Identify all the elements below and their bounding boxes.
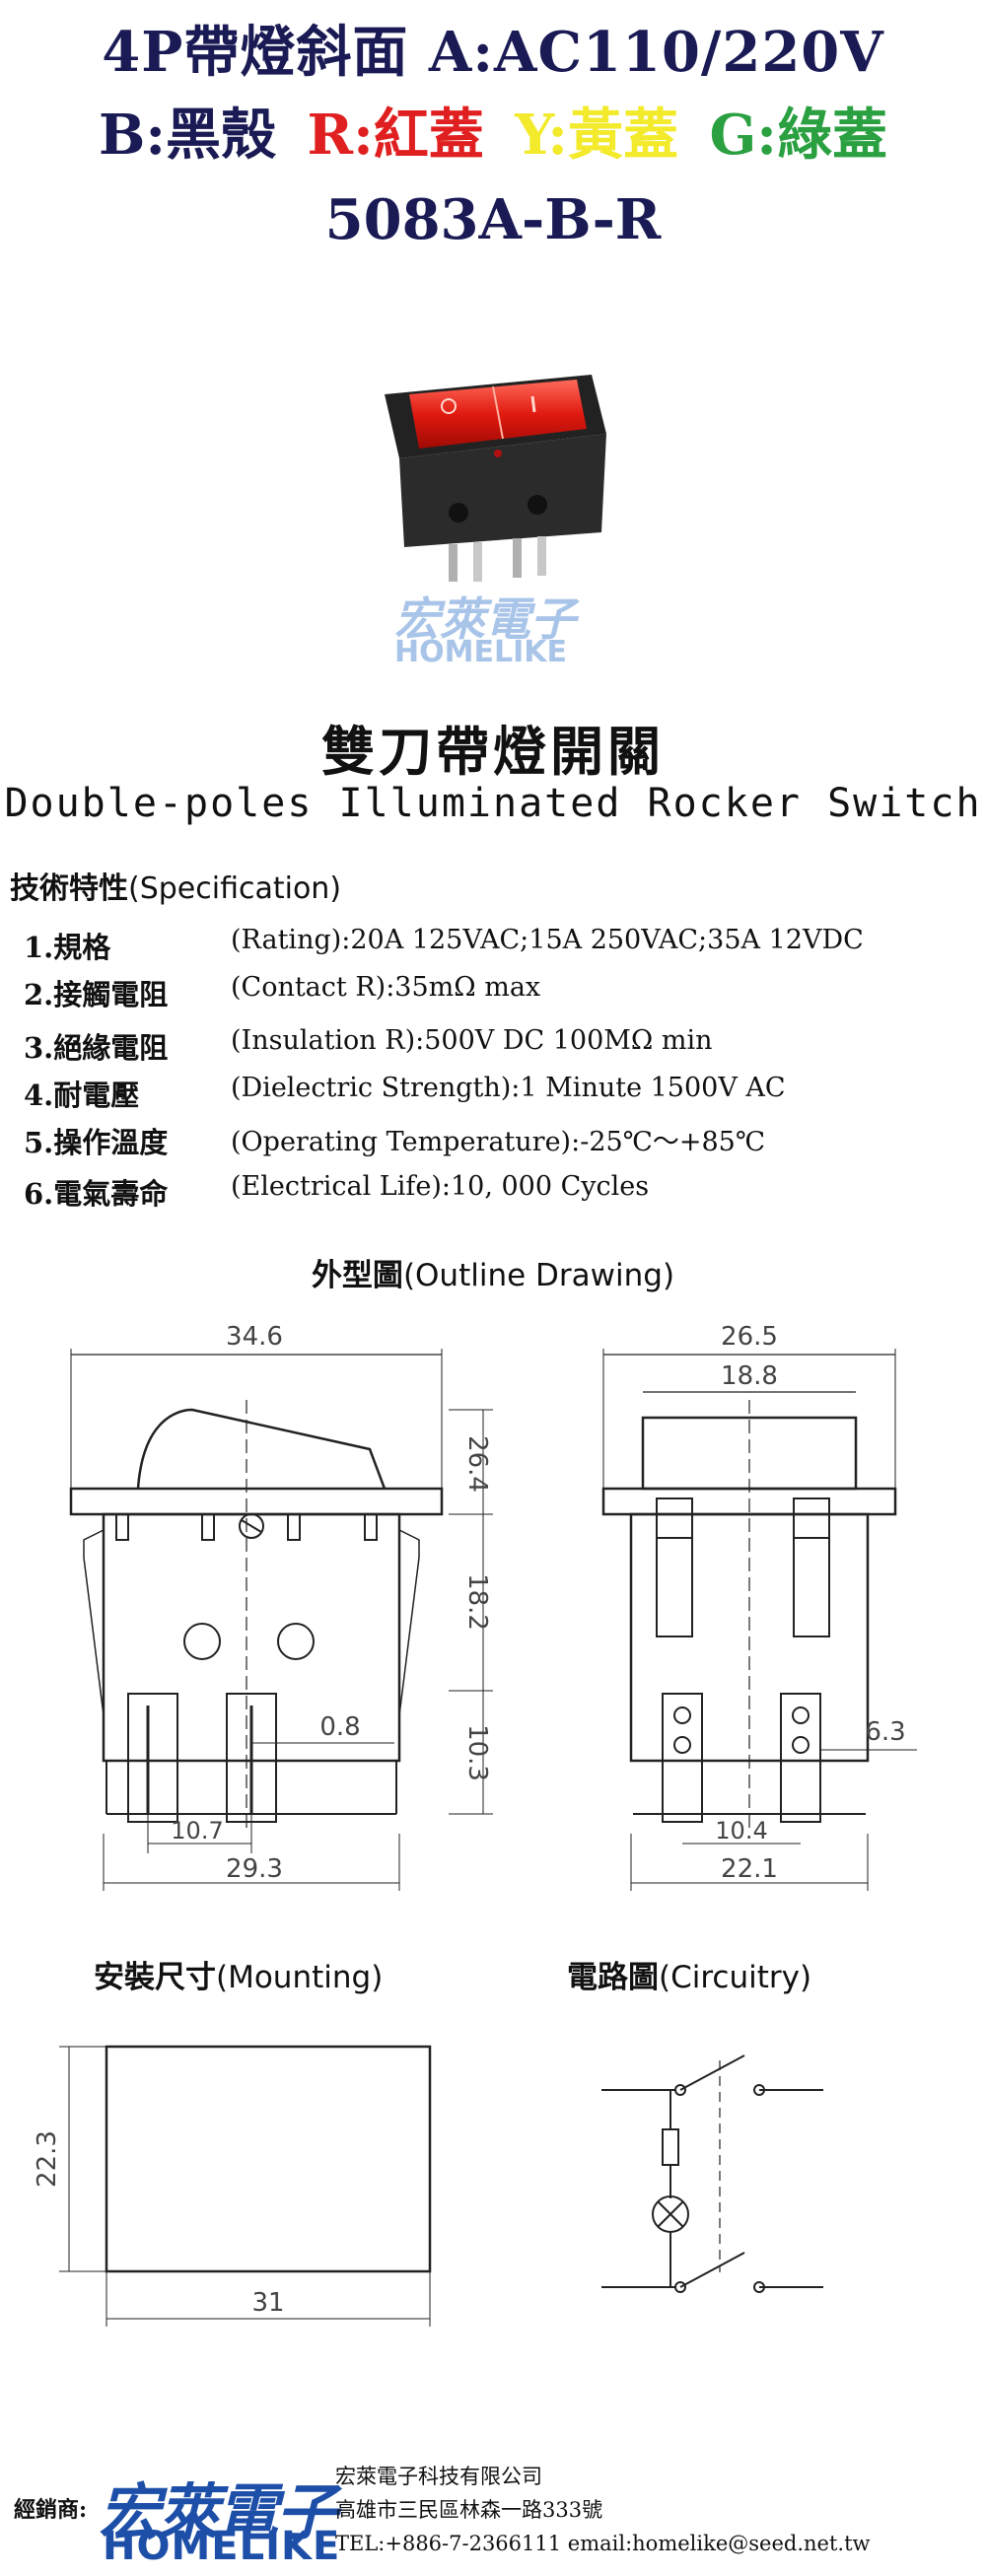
outline-caption-en: (Outline Drawing) xyxy=(402,1258,675,1293)
watermark-cn: 宏萊電子 xyxy=(394,592,576,646)
circuit-caption-cn: 電路圖 xyxy=(567,1960,659,1995)
dim-side-pitch: 10.4 xyxy=(715,1817,767,1845)
dim-front-pin-thick: 0.8 xyxy=(319,1712,360,1742)
product-photo xyxy=(385,375,606,582)
spec-key: 4.耐電壓 xyxy=(24,1079,140,1112)
color-option-red: R:紅蓋 xyxy=(307,103,484,168)
spec-key: 6.電氣壽命 xyxy=(24,1177,169,1211)
footer-dealer-label: 經銷商: xyxy=(14,2497,88,2523)
watermark-en: HOMELIKE xyxy=(394,635,567,669)
circuit-caption: 電路圖(Circuitry) xyxy=(567,1952,811,1996)
spec-row: 4.耐電壓 (Dielectric Strength):1 Minute 1500… xyxy=(24,1073,786,1114)
color-option-green: G:綠蓋 xyxy=(709,103,887,168)
spec-value: (Rating):20A 125VAC;15A 250VAC;35A 12VDC xyxy=(231,925,864,955)
circuit-caption-en: (Circuitry) xyxy=(659,1960,812,1995)
spec-heading: 技術特性(Specification) xyxy=(10,864,341,907)
dim-side-top: 18.8 xyxy=(721,1361,778,1391)
dim-side-width: 26.5 xyxy=(721,1322,778,1352)
product-title-en: Double-poles Illuminated Rocker Switch xyxy=(4,781,982,826)
spec-row: 3.絕緣電阻 (Insulation R):500V DC 100MΩ min xyxy=(24,1025,713,1067)
model-number: 5083A-B-R xyxy=(324,187,662,252)
dim-side-pin: 6.3 xyxy=(865,1717,905,1747)
dim-side-base: 22.1 xyxy=(721,1854,778,1884)
footer-company: 宏萊電子科技有限公司 xyxy=(335,2465,542,2488)
spec-value: (Operating Temperature):-25℃～+85℃ xyxy=(231,1127,766,1157)
header-color-options: B:黑殼 R:紅蓋 Y:黃蓋 G:綠蓋 xyxy=(0,91,986,171)
spec-key: 2.接觸電阻 xyxy=(24,978,169,1011)
footer-logo-cn: 宏萊電子 xyxy=(99,2476,337,2548)
spec-heading-cn: 技術特性 xyxy=(10,871,128,906)
mounting-width: 31 xyxy=(251,2288,284,2318)
spec-key: 1.規格 xyxy=(24,931,111,964)
front-view: 34.6 26.4 18.2 10.3 0.8 10.7 29.3 xyxy=(69,1322,493,1891)
spec-value: (Insulation R):500V DC 100MΩ min xyxy=(231,1025,713,1056)
spec-value: (Electrical Life):10, 000 Cycles xyxy=(231,1171,650,1202)
dim-front-pin: 10.3 xyxy=(462,1724,492,1781)
dim-front-rocker: 26.4 xyxy=(462,1435,492,1493)
side-view: 26.5 18.8 6.3 10.4 22.1 xyxy=(601,1322,917,1891)
mounting-caption-cn: 安裝尺寸 xyxy=(94,1960,216,1995)
spec-key: 3.絕緣電阻 xyxy=(24,1031,169,1065)
product-title-cn: 雙刀帶燈開關 xyxy=(321,720,665,783)
mounting-drawing: 22.3 31 xyxy=(33,2045,432,2327)
footer-address: 高雄市三民區林森一路333號 xyxy=(335,2498,603,2522)
spec-row: 5.操作溫度 (Operating Temperature):-25℃～+85℃ xyxy=(24,1120,765,1161)
spec-value: (Contact R):35mΩ max xyxy=(231,972,541,1003)
header-spec-line: 4P帶燈斜面 A:AC110/220V xyxy=(102,20,884,85)
spec-row: 2.接觸電阻 (Contact R):35mΩ max xyxy=(24,972,540,1013)
spec-row: 6.電氣壽命 (Electrical Life):10, 000 Cycles xyxy=(24,1171,649,1213)
color-option-black: B:黑殼 xyxy=(99,103,277,168)
dim-front-width: 34.6 xyxy=(226,1322,283,1352)
footer-logo-en: HOMELIKE xyxy=(103,2524,341,2569)
color-option-yellow: Y:黃蓋 xyxy=(515,103,678,168)
mounting-caption: 安裝尺寸(Mounting) xyxy=(94,1952,383,1996)
spec-value: (Dielectric Strength):1 Minute 1500V AC xyxy=(231,1073,786,1103)
dim-front-pitch: 10.7 xyxy=(171,1817,223,1845)
dim-front-body: 18.2 xyxy=(462,1573,492,1631)
outline-drawing: 34.6 26.4 18.2 10.3 0.8 10.7 29.3 xyxy=(69,1322,917,1891)
footer-contact: TEL:+886-7-2366111 email:homelike@seed.n… xyxy=(335,2532,871,2555)
spec-heading-en: (Specification) xyxy=(128,871,342,906)
mounting-height: 22.3 xyxy=(33,2130,62,2188)
mounting-caption-en: (Mounting) xyxy=(216,1960,384,1995)
circuit-drawing xyxy=(601,2054,823,2293)
outline-caption: 外型圖(Outline Drawing) xyxy=(0,1250,986,1294)
spec-row: 1.規格 (Rating):20A 125VAC;15A 250VAC;35A 1… xyxy=(24,925,864,966)
outline-caption-cn: 外型圖 xyxy=(311,1258,403,1293)
dim-front-base: 29.3 xyxy=(226,1854,283,1884)
spec-key: 5.操作溫度 xyxy=(24,1126,169,1159)
